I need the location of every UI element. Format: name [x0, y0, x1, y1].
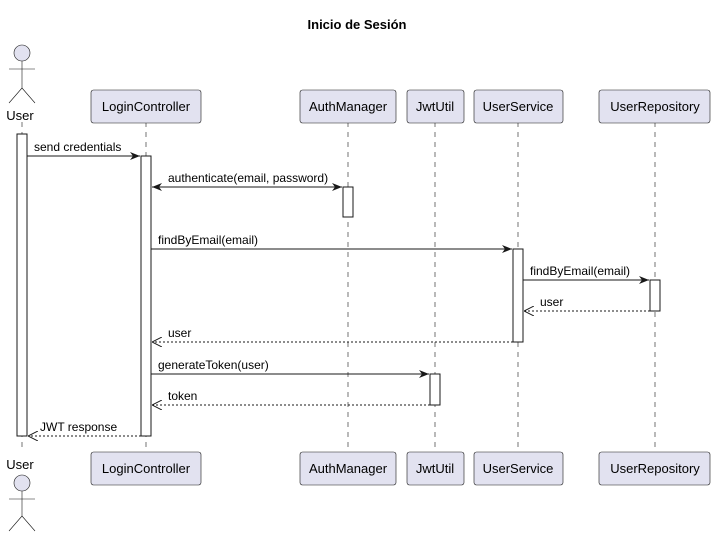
- diagram-title: Inicio de Sesión: [308, 17, 407, 32]
- message-label: findByEmail(email): [158, 233, 258, 247]
- message-label: JWT response: [40, 420, 117, 434]
- participant-label-auth-manager: AuthManager: [309, 461, 388, 476]
- participant-user-repository-bottom: UserRepository: [598, 451, 711, 486]
- participant-label-user-repository: UserRepository: [610, 99, 700, 114]
- actor-head-icon: [13, 474, 31, 492]
- message-return-token: token: [152, 389, 430, 405]
- activation-user-repository: [649, 279, 661, 312]
- participant-label-auth-manager: AuthManager: [309, 99, 388, 114]
- message-find-by-email-service: findByEmail(email): [151, 233, 512, 253]
- participant-jwt-util-bottom: JwtUtil: [406, 451, 465, 486]
- participant-label-user-service: UserService: [483, 99, 554, 114]
- participant-box: [406, 89, 465, 124]
- message-return-user-service: user: [152, 326, 513, 342]
- participant-label-jwt-util: JwtUtil: [416, 99, 454, 114]
- message-label: authenticate(email, password): [168, 171, 328, 185]
- activation-jwt-util: [429, 373, 441, 406]
- actor-body-icon: [8, 491, 36, 532]
- message-label: token: [168, 389, 197, 403]
- actor-user-top: User: [6, 44, 36, 123]
- participant-auth-manager-bottom: AuthManager: [299, 451, 397, 486]
- participant-label-login-controller: LoginController: [102, 99, 191, 114]
- participant-label-user-repository: UserRepository: [610, 461, 700, 476]
- activation-login-controller: [140, 155, 152, 437]
- participant-label-user-service: UserService: [483, 461, 554, 476]
- participant-user-repository-top: UserRepository: [598, 89, 711, 124]
- message-label: send credentials: [34, 140, 121, 154]
- message-label: generateToken(user): [158, 358, 269, 372]
- participant-label-jwt-util: JwtUtil: [416, 461, 454, 476]
- participant-box: [473, 89, 564, 124]
- participant-jwt-util-top: JwtUtil: [406, 89, 465, 124]
- message-return-user-repository: user: [524, 295, 650, 311]
- participant-label-user: User: [6, 457, 34, 472]
- activation-user: [16, 133, 28, 437]
- activation-user-service: [512, 248, 524, 343]
- participant-box: [299, 451, 397, 486]
- message-label: user: [540, 295, 563, 309]
- participant-box: [90, 89, 202, 124]
- message-find-by-email-repository: findByEmail(email): [523, 264, 649, 284]
- message-jwt-response: JWT response: [28, 420, 141, 436]
- participant-label-user: User: [6, 108, 34, 123]
- message-generate-token: generateToken(user): [151, 358, 429, 378]
- participant-login-controller-top: LoginController: [90, 89, 202, 124]
- message-label: user: [168, 326, 191, 340]
- message-authenticate: authenticate(email, password): [152, 171, 342, 191]
- participant-box: [90, 451, 202, 486]
- participant-login-controller-bottom: LoginController: [90, 451, 202, 486]
- actor-user-bottom: User: [6, 457, 36, 532]
- participant-auth-manager-top: AuthManager: [299, 89, 397, 124]
- participant-user-service-bottom: UserService: [473, 451, 564, 486]
- message-send-credentials: send credentials: [27, 140, 140, 160]
- participant-box: [473, 451, 564, 486]
- actor-head-icon: [13, 44, 31, 62]
- activation-auth-manager: [342, 186, 354, 218]
- participant-box: [406, 451, 465, 486]
- participant-label-login-controller: LoginController: [102, 461, 191, 476]
- message-label: findByEmail(email): [530, 264, 630, 278]
- participant-box: [598, 451, 711, 486]
- actor-body-icon: [8, 61, 36, 104]
- participant-user-service-top: UserService: [473, 89, 564, 124]
- participant-box: [299, 89, 397, 124]
- participant-box: [598, 89, 711, 124]
